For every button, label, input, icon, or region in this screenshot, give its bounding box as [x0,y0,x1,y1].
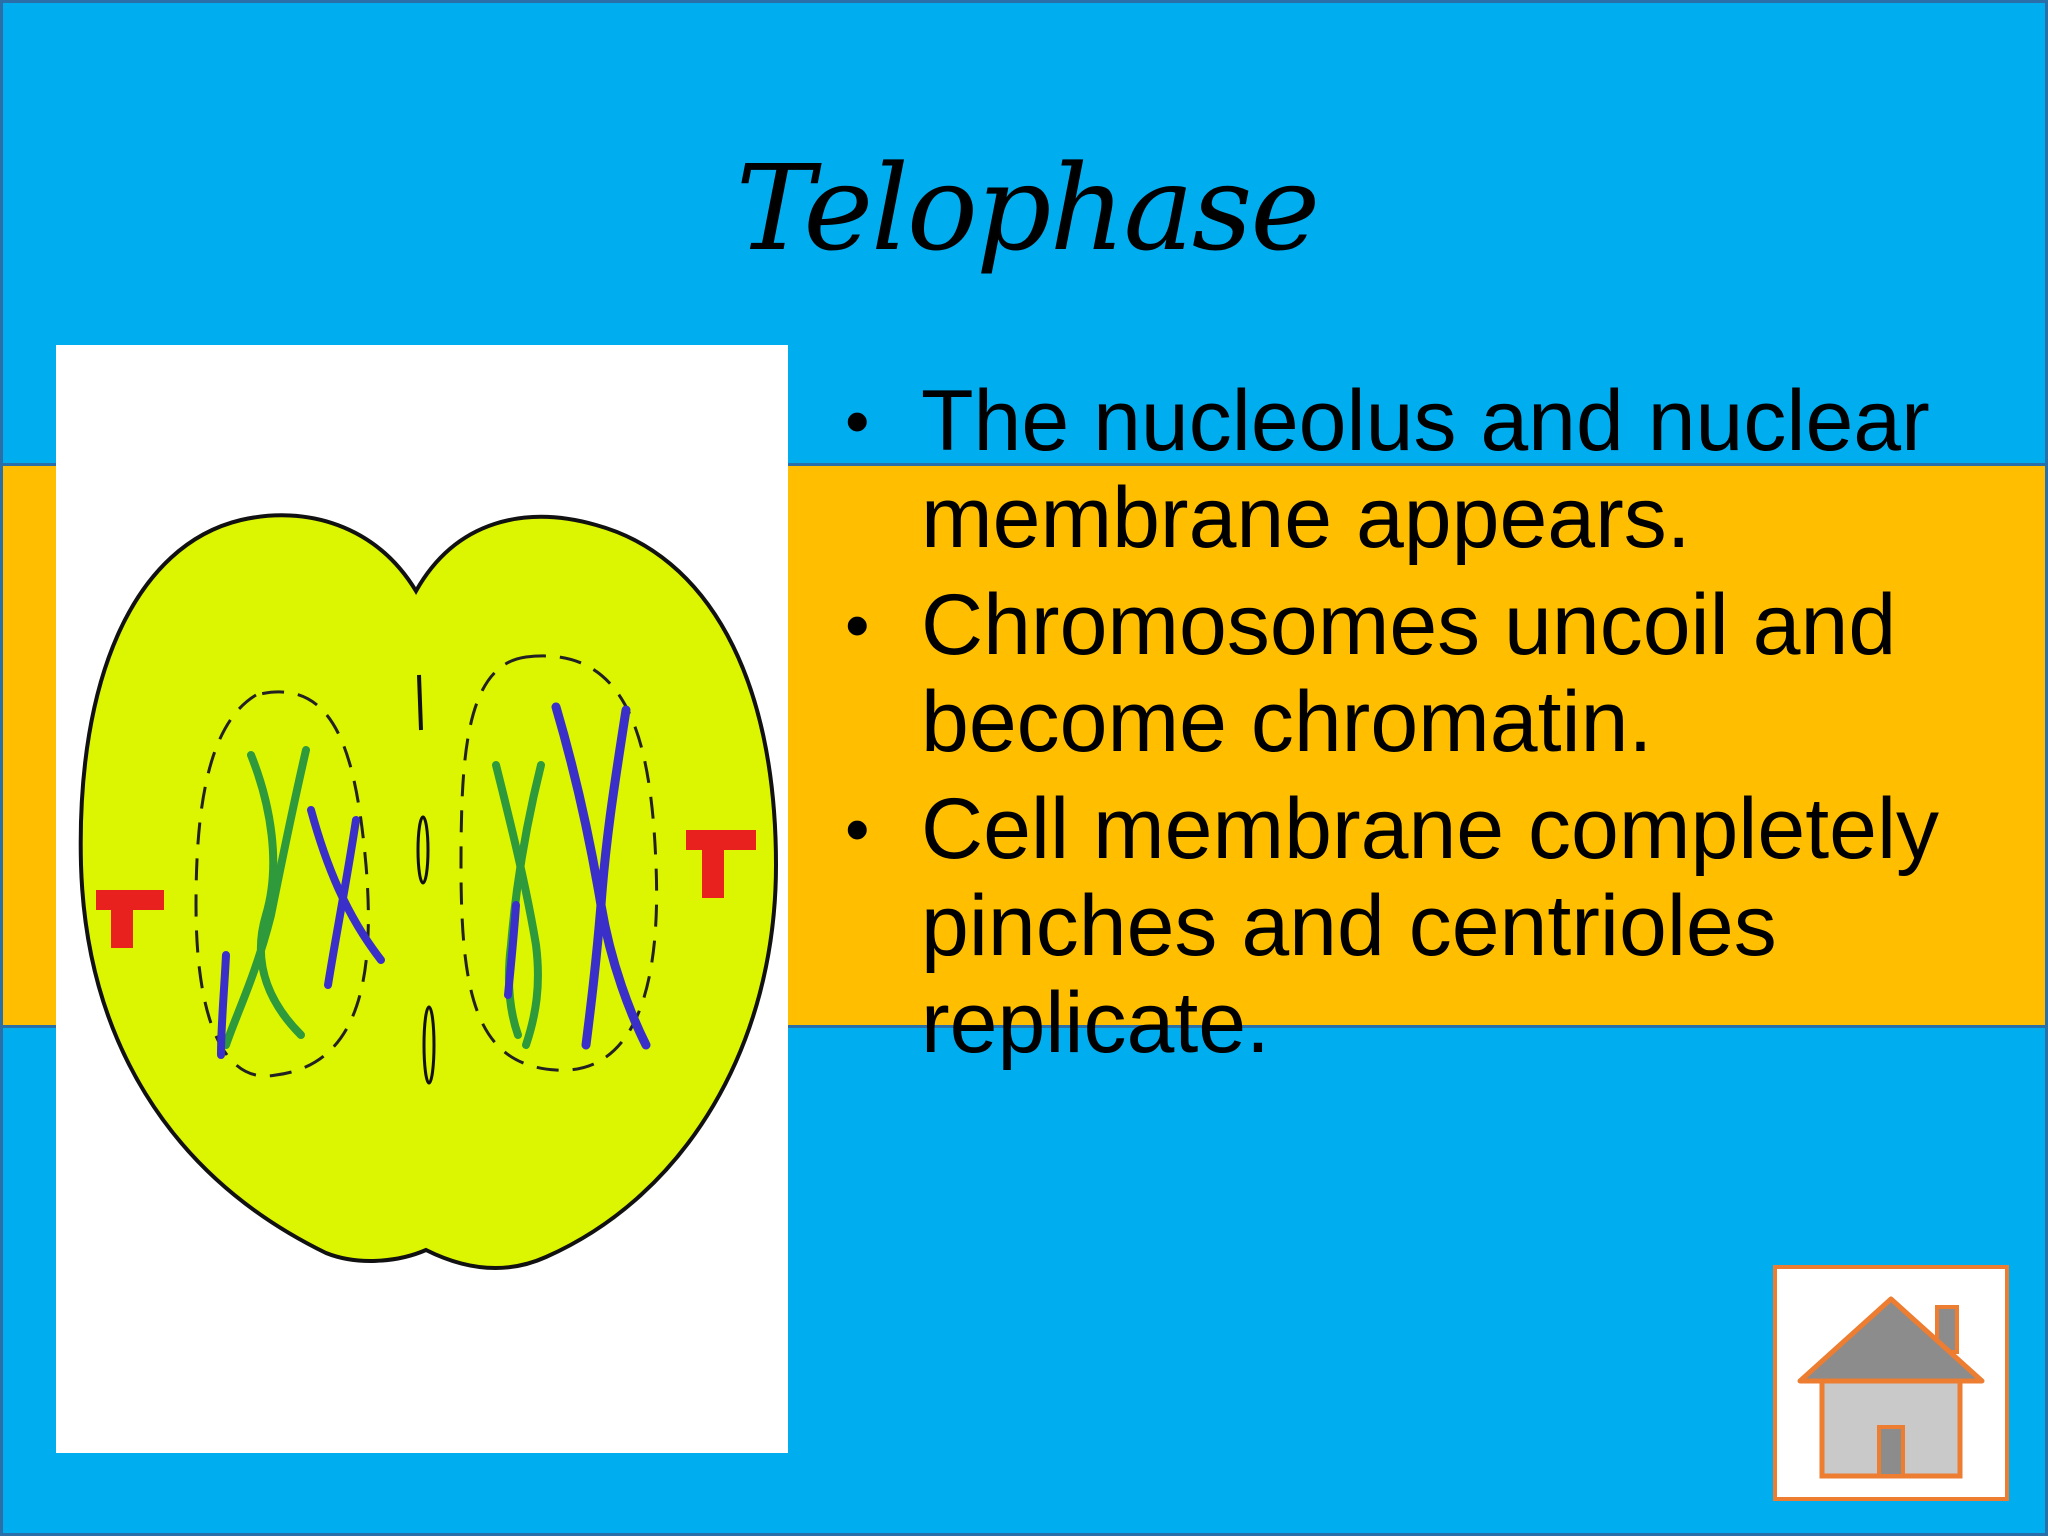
telophase-figure [56,345,788,1453]
left-chromosome-blue [307,806,385,964]
right-chromosome-blue-2 [581,705,631,1050]
house-icon [1797,1296,1985,1479]
cell-membrane [78,513,779,1271]
bullet-marker: • [845,382,870,460]
bullet-item-1: • The nucleolus and nuclear membrane app… [833,373,1973,567]
bullet-text: Cell membrane completely pinches and cen… [921,781,1940,1071]
bullet-marker: • [845,790,870,868]
left-chromosome-blue-3 [217,951,230,1059]
cleavage-mark-bottom [422,1005,436,1085]
left-chromosome-blue-2 [324,816,360,989]
right-nuclear-membrane [459,654,659,1072]
cleavage-mark-middle [416,815,430,885]
bullet-text: Chromosomes uncoil and become chromatin. [921,577,1897,770]
left-chromosome-green [247,751,305,1039]
right-chromosome-blue-3 [504,901,520,999]
left-nuclear-membrane [194,690,370,1078]
bullet-item-2: • Chromosomes uncoil and become chromati… [833,577,1973,771]
bullet-text: The nucleolus and nuclear membrane appea… [921,373,1930,566]
left-centriole [96,890,164,948]
bullet-item-3: • Cell membrane completely pinches and c… [833,781,1973,1072]
bullet-marker: • [845,586,870,664]
slide-title: Telophase [735,139,1320,277]
telophase-cell-illustration [78,513,779,1271]
bullet-list: • The nucleolus and nuclear membrane app… [833,373,1973,1082]
right-centriole [686,830,756,898]
cleavage-mark-top [417,674,423,731]
home-button[interactable] [1773,1265,2009,1501]
right-chromosome-green [492,761,542,1049]
left-chromosome-green-2 [222,746,310,1049]
